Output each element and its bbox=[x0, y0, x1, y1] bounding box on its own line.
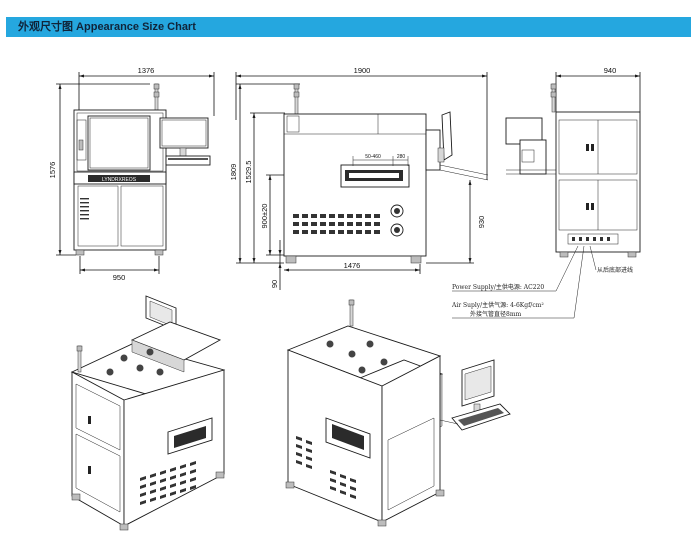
side-total-height-dim: 1809 bbox=[229, 164, 238, 181]
header-bar: 外观尺寸图 Appearance Size Chart bbox=[6, 17, 691, 37]
bottom-wiring-note: 从后底部进线 bbox=[597, 266, 633, 274]
back-view: 940 从后底部进线 bbox=[505, 66, 641, 274]
brand-label: LYNDRXREOS bbox=[102, 177, 137, 183]
side-width-dim: 1900 bbox=[354, 66, 371, 75]
air-pipe-note: 外接气管直径8mm bbox=[470, 310, 522, 318]
side-mid-height-dim: 1529.5 bbox=[244, 161, 253, 184]
pcb-range-dim: 50-460 bbox=[365, 154, 381, 160]
back-width-dim: 940 bbox=[604, 66, 617, 75]
page-title: 外观尺寸图 Appearance Size Chart bbox=[18, 21, 196, 33]
side-vents bbox=[293, 214, 380, 234]
air-supply-note: Air Suply/主供气源: 4-6Kgf/cm² bbox=[451, 301, 544, 309]
side-right-height-dim: 930 bbox=[477, 216, 486, 229]
supply-notes: Power Supply/主供电源: AC220 Air Suply/主供气源:… bbox=[451, 245, 585, 319]
side-foot-dim: 90 bbox=[270, 280, 279, 288]
front-height-dim: 1576 bbox=[48, 162, 57, 179]
front-view: 1376 1576 LYNDRXREOS bbox=[48, 66, 215, 282]
front-width-dim: 1376 bbox=[138, 66, 155, 75]
pcb-offset-dim: 280 bbox=[397, 154, 406, 160]
side-view: 1900 1809 1529.5 900±20 90 bbox=[229, 66, 489, 290]
side-conveyor-height-dim: 900±20 bbox=[260, 204, 269, 229]
power-supply-note: Power Supply/主供电源: AC220 bbox=[452, 283, 544, 291]
front-base-dim: 950 bbox=[113, 273, 126, 282]
isometric-view-left bbox=[70, 295, 226, 531]
side-base-dim: 1476 bbox=[344, 261, 361, 270]
isometric-view-right bbox=[285, 299, 511, 527]
